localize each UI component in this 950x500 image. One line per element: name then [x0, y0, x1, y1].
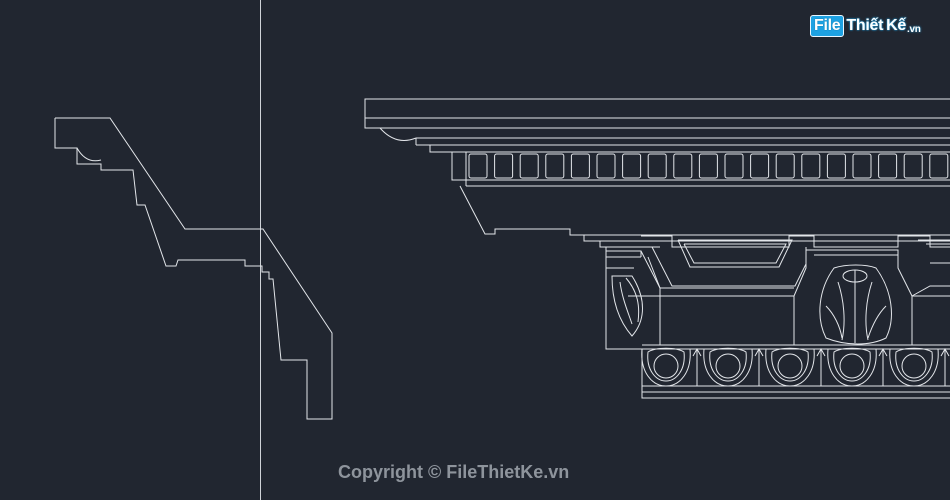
egg-ornament	[765, 347, 826, 387]
dentil-block	[673, 153, 693, 179]
dentil-block	[698, 153, 718, 179]
egg-and-dart-row	[641, 347, 950, 387]
dentil-block	[519, 153, 539, 179]
dentil-block	[826, 153, 846, 179]
dentil-block	[570, 153, 590, 179]
cornice-elevation	[364, 98, 950, 399]
dentil-block	[545, 153, 565, 179]
dentil-block	[929, 153, 949, 179]
dentil-block	[647, 153, 667, 179]
filethietke-logo[interactable]: File Thiết Kế .vn	[810, 12, 921, 40]
dentil-block	[878, 153, 898, 179]
dentil-block	[468, 153, 488, 179]
egg-ornament	[889, 347, 950, 387]
egg-ornament	[641, 347, 702, 387]
dentil-block	[903, 153, 923, 179]
copyright-watermark: Copyright © FileThietKe.vn	[338, 462, 570, 482]
dentil-block	[596, 153, 616, 179]
dentil-block	[775, 153, 795, 179]
cornice-profile-cove	[76, 147, 102, 162]
dentil-block	[750, 153, 770, 179]
dentil-block	[801, 153, 821, 179]
egg-ornament	[703, 347, 764, 387]
acanthus-leaf-left	[611, 275, 643, 337]
cornice-profile-section	[54, 117, 333, 420]
dentil-block	[494, 153, 514, 179]
dentil-row	[468, 153, 949, 179]
egg-ornament	[827, 347, 888, 387]
dentil-block	[724, 153, 744, 179]
dentil-block	[622, 153, 642, 179]
logo-vn: .vn	[906, 24, 921, 35]
logo-file: File	[810, 15, 845, 37]
logo-ke: Kế	[886, 17, 906, 34]
logo-thiet: Thiết	[846, 17, 884, 34]
dentil-block	[852, 153, 872, 179]
acanthus-leaf-center	[819, 264, 892, 345]
